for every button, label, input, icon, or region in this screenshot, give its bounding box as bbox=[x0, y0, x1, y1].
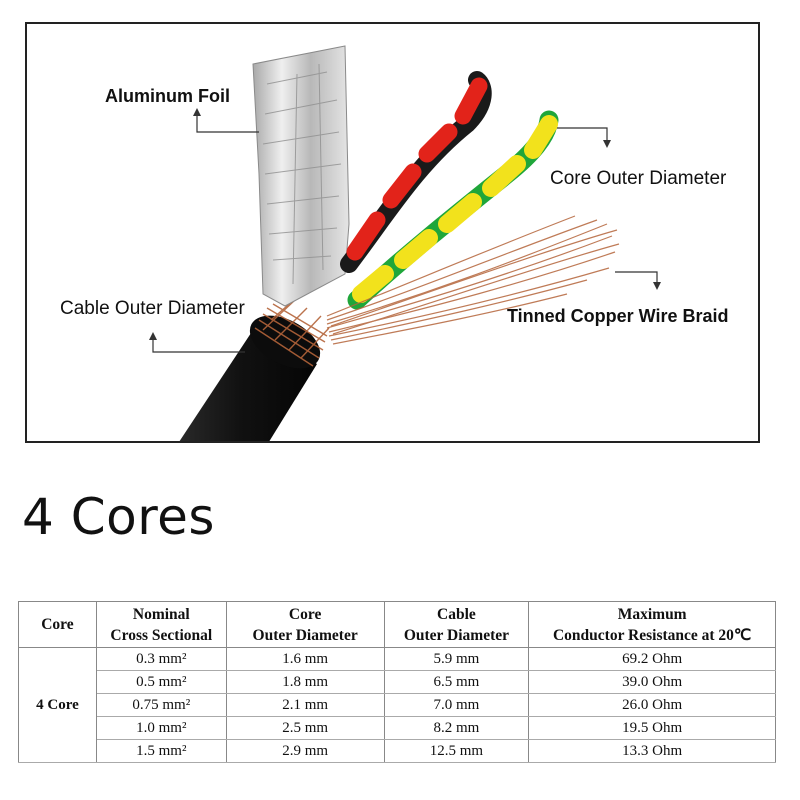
cable-diagram-frame: Aluminum Foil Core Outer Diameter Cable … bbox=[25, 22, 760, 443]
cross-section-cell: 0.3 mm² bbox=[95, 647, 227, 671]
core-od-cell: 2.1 mm bbox=[225, 693, 385, 717]
resistance-cell: 19.5 Ohm bbox=[528, 716, 776, 740]
table-row: 1.5 mm² 2.9 mm 12.5 mm 13.3 Ohm bbox=[19, 739, 776, 763]
cross-section-cell: 0.5 mm² bbox=[95, 670, 227, 694]
cross-section-cell: 0.75 mm² bbox=[95, 693, 227, 717]
core-od-cell: 1.8 mm bbox=[225, 670, 385, 694]
header-core: Core bbox=[18, 601, 97, 648]
core-od-cell: 2.9 mm bbox=[225, 739, 385, 763]
wire-red-segments bbox=[346, 77, 488, 261]
cable-od-cell: 12.5 mm bbox=[383, 739, 530, 763]
cable-od-cell: 6.5 mm bbox=[383, 670, 530, 694]
leader-cable-od bbox=[152, 334, 245, 353]
wire-yellow-segments bbox=[352, 115, 558, 303]
callout-aluminum-foil: Aluminum Foil bbox=[105, 86, 230, 106]
cable-od-cell: 7.0 mm bbox=[383, 693, 530, 717]
cross-section-cell: 1.0 mm² bbox=[95, 716, 227, 740]
leader-aluminum-foil bbox=[196, 110, 259, 133]
section-heading: 4 Cores bbox=[22, 488, 215, 546]
foil-texture bbox=[262, 63, 342, 285]
resistance-cell: 26.0 Ohm bbox=[528, 693, 776, 717]
callout-cable-outer-diameter: Cable Outer Diameter bbox=[60, 298, 245, 319]
table-row: 4 Core 0.3 mm² 1.6 mm 5.9 mm 69.2 Ohm bbox=[18, 647, 776, 763]
leader-arrowheads bbox=[149, 108, 661, 340]
resistance-cell: 13.3 Ohm bbox=[528, 739, 776, 763]
table-row: 0.75 mm² 2.1 mm 7.0 mm 26.0 Ohm bbox=[19, 693, 776, 717]
resistance-cell: 39.0 Ohm bbox=[528, 670, 776, 694]
callout-core-outer-diameter: Core Outer Diameter bbox=[550, 168, 727, 189]
cable-od-cell: 5.9 mm bbox=[383, 647, 530, 671]
core-od-cell: 2.5 mm bbox=[225, 716, 385, 740]
cable-illustration bbox=[149, 45, 661, 441]
leader-braid bbox=[615, 271, 658, 286]
callout-tinned-copper-wire-braid: Tinned Copper Wire Braid bbox=[507, 306, 729, 326]
core-od-cell: 1.6 mm bbox=[225, 647, 385, 671]
core-type-cell: 4 Core bbox=[18, 647, 97, 763]
resistance-cell: 69.2 Ohm bbox=[528, 647, 776, 671]
leader-core-od bbox=[557, 127, 608, 144]
aluminum-foil-shield bbox=[252, 45, 350, 307]
table-row: 1.0 mm² 2.5 mm 8.2 mm 19.5 Ohm bbox=[19, 716, 776, 740]
tinned-copper-braid bbox=[326, 215, 620, 345]
table-row: 0.5 mm² 1.8 mm 6.5 mm 39.0 Ohm bbox=[19, 670, 776, 694]
cross-section-cell: 1.5 mm² bbox=[95, 739, 227, 763]
cable-od-cell: 8.2 mm bbox=[383, 716, 530, 740]
